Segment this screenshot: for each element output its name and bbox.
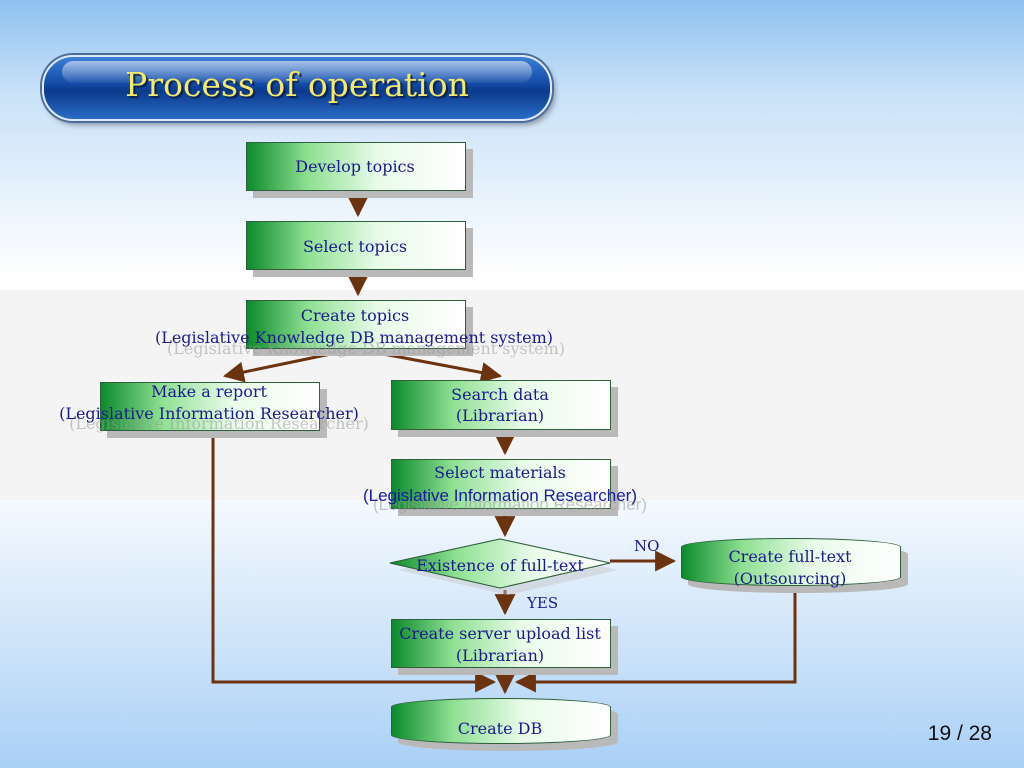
node-existence-full-text-label: Existence of full-text (416, 556, 584, 575)
page-number: 19 / 28 (927, 722, 992, 745)
node-develop-topics-label: Develop topics (295, 157, 415, 176)
node-create-db-label: Create DB (457, 719, 543, 738)
node-create-topics (246, 300, 466, 349)
node-select-materials-line2: (Legislative Information Researcher) (362, 486, 637, 505)
page-title: Process of operation (125, 65, 469, 104)
arrow-fulltext-to-db (514, 592, 797, 693)
node-create-full-text (681, 538, 901, 586)
node-select-topics (246, 221, 466, 270)
node-create-upload-list-line2: (Librarian) (455, 646, 545, 665)
node-select-materials-line1: Select materials (434, 463, 566, 482)
node-make-report-shadow-label: (Legislative Information Researcher) (69, 414, 369, 433)
node-create-upload-list (391, 619, 611, 668)
node-create-topics-line2: (Legislative Knowledge DB management sys… (154, 328, 554, 347)
node-create-topics-line1: Create topics (300, 306, 410, 325)
node-search-data-line2: (Librarian) (455, 406, 545, 425)
node-develop-topics (246, 142, 466, 191)
arrow-report-to-db (211, 432, 497, 693)
title-banner: Process of operation (42, 55, 552, 121)
node-create-full-text-line1: Create full-text (728, 547, 852, 566)
edge-label-no: NO (634, 537, 660, 555)
node-create-db (391, 698, 611, 744)
edge-label-yes: YES (527, 594, 559, 612)
node-search-data (391, 380, 611, 430)
arrow-create-to-search (361, 348, 503, 383)
node-make-report-line1: Make a report (151, 382, 267, 401)
node-select-materials (391, 459, 611, 509)
node-create-upload-list-line1: Create server upload list (399, 624, 601, 643)
node-make-report-line2: (Legislative Information Researcher) (59, 404, 359, 423)
node-select-topics-label: Select topics (302, 237, 408, 256)
title-gloss (62, 61, 532, 83)
arrow-create-to-report (222, 348, 351, 383)
node-create-full-text-line2: (Outsourcing) (733, 569, 847, 588)
node-search-data-line1: Search data (451, 385, 549, 404)
node-select-materials-shadow-label: (Legislative Information Researcher) (372, 495, 647, 514)
node-make-report (100, 382, 320, 431)
node-create-topics-shadow-label: (Legislative Knowledge DB management sys… (166, 339, 566, 358)
